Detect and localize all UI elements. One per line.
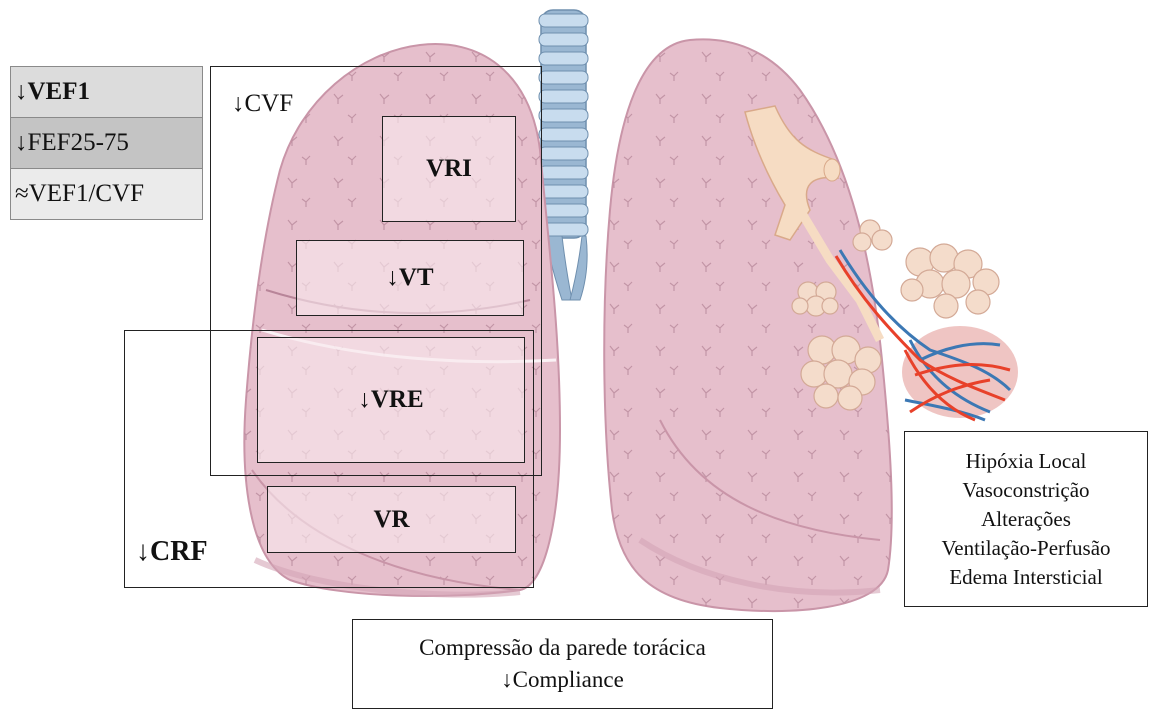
vri-box: VRI <box>382 116 516 222</box>
effect-line: Alterações <box>981 505 1071 534</box>
crf-label: ↓CRF <box>136 536 208 568</box>
spirometry-row-ratio: ≈VEF1/CVF <box>11 169 202 219</box>
chest-wall-box: Compressão da parede torácica ↓Complianc… <box>352 619 773 709</box>
vre-box: ↓VRE <box>257 337 525 463</box>
spirometry-row-fef: ↓FEF25-75 <box>11 118 202 169</box>
vr-box: VR <box>267 486 516 553</box>
effect-line: Hipóxia Local <box>966 447 1087 476</box>
effect-line: Vasoconstrição <box>962 476 1089 505</box>
spirometry-row-vef1: ↓VEF1 <box>11 67 202 118</box>
compliance-line: ↓Compliance <box>501 664 624 696</box>
vt-box: ↓VT <box>296 240 524 316</box>
chest-wall-line: Compressão da parede torácica <box>419 632 706 664</box>
effect-line: Ventilação-Perfusão <box>941 534 1110 563</box>
spirometry-table: ↓VEF1 ↓FEF25-75 ≈VEF1/CVF <box>10 66 203 220</box>
cvf-label: ↓CVF <box>232 90 293 118</box>
effect-line: Edema Intersticial <box>949 563 1102 592</box>
local-effects-box: Hipóxia Local Vasoconstrição Alterações … <box>904 431 1148 607</box>
